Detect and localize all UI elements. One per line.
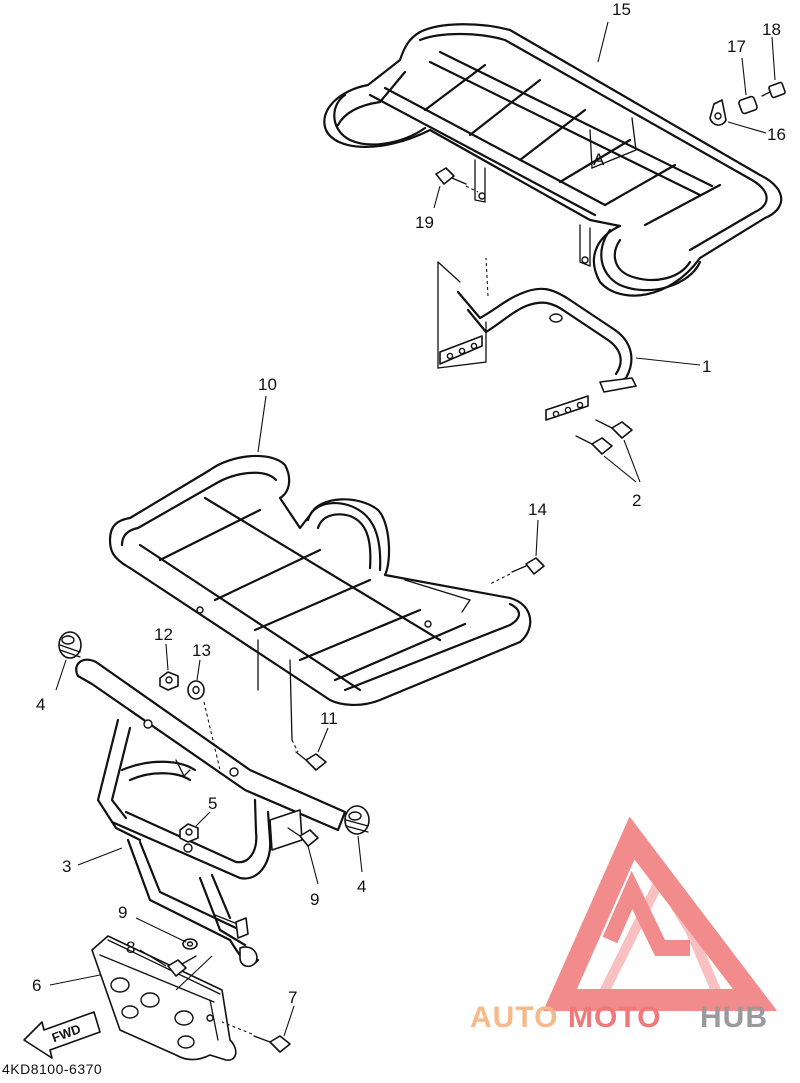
leader-15-dash [489,573,511,585]
callout-12: 11 [320,709,338,728]
callout-15: 14 [528,500,547,519]
leader-14 [196,659,201,681]
leader-11 [257,395,267,453]
leader-20 [433,185,441,209]
front-guard [75,658,347,968]
bolts-2 [575,419,633,455]
cap-4-left [58,631,82,659]
leader-13 [165,643,169,671]
bolt-12 [295,751,327,771]
callout-6: 6 [32,976,41,995]
leader-19 [771,36,776,81]
bolt-7 [253,1035,291,1053]
rear-bracket [437,261,637,421]
callout-10: 9 [310,890,319,909]
nut-13 [159,671,179,691]
leader-rear-dash [485,257,489,297]
leader-1 [635,357,701,366]
leader-12-dash [291,739,299,753]
svg-text:A: A [593,150,605,169]
rear-carrier: A [323,23,783,297]
leader-3 [77,847,123,866]
leader-2b [603,455,637,483]
callout-7: 7 [288,988,297,1007]
bolt-15 [511,557,545,575]
leader-8 [139,949,167,967]
callout-16: 15 [612,0,631,19]
callout-2: 2 [632,491,641,510]
callout-4-right: 4 [357,877,366,896]
leader-7 [283,1005,295,1037]
watermark-wordmark: AUTO MOTO HUB [470,1001,768,1034]
leader-14-dash [203,701,221,771]
leader-2a [623,439,641,483]
callout-19: 18 [762,20,781,39]
leader-17 [727,121,767,134]
fwd-arrow-icon: FWD [23,1011,101,1059]
callout-17: 16 [767,125,786,144]
leader-4-right [357,835,363,873]
bolt-10 [287,827,319,847]
callout-4-left: 4 [36,695,45,714]
callout-20: 19 [415,213,434,232]
callout-5: 5 [208,794,217,813]
leader-5 [195,811,211,827]
watermark-logo [543,816,778,1011]
watermark-word-moto: MOTO [568,1001,661,1034]
bolt-20 [435,167,467,185]
diagram-code: 4KD8100-6370 [2,1061,102,1077]
bracket-17 [709,99,727,126]
callout-8: 8 [126,938,135,957]
callout-3: 3 [62,857,71,876]
callout-1: 1 [702,357,711,376]
watermark-word-hub: HUB [700,1001,768,1034]
callout-11: 10 [258,375,277,394]
leader-7-dash [221,1021,253,1035]
leader-15 [535,519,539,557]
watermark-word-auto: AUTO [470,1001,558,1034]
callout-14: 13 [192,641,211,660]
bolt-8 [167,955,197,977]
cap-4-right [344,805,370,835]
leader-10 [307,845,319,885]
washer-14 [187,680,205,700]
callout-9: 9 [118,903,127,922]
leader-12 [317,727,329,753]
leader-9 [135,917,187,943]
bolt-19 [761,81,786,99]
skid-plate [91,935,237,1061]
leader-18 [741,57,747,96]
callout-13: 12 [154,625,173,644]
leader-6 [49,974,101,986]
leader-8-dash [175,955,213,991]
leader-20-dash [465,185,479,193]
callout-18: 17 [727,37,746,56]
leader-16 [597,21,609,63]
washer-9 [182,938,198,950]
collar-18 [738,95,758,115]
leader-4-left [55,659,67,691]
front-carrier [108,454,532,741]
nut-5 [179,823,199,843]
